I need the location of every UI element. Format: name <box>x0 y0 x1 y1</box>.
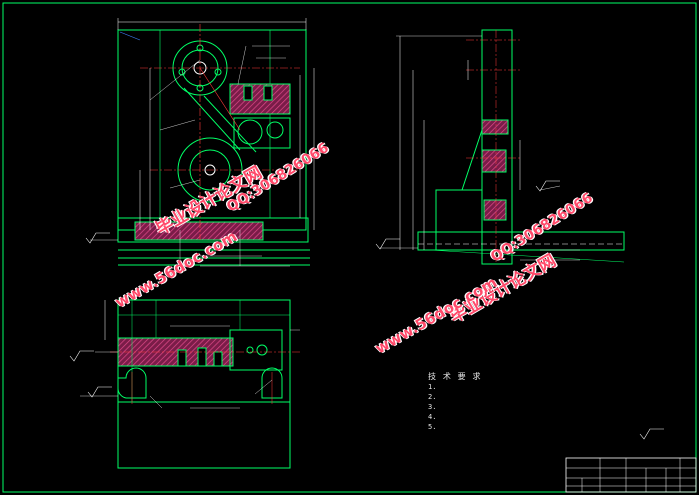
top-view <box>80 299 300 469</box>
title-block <box>565 457 697 493</box>
side-view <box>380 29 625 265</box>
tech-req-title: 技 术 要 求 <box>428 372 482 381</box>
tech-req-item: 4. <box>428 413 437 421</box>
tech-req-item: 3. <box>428 403 437 411</box>
tech-req-item: 1. <box>428 383 437 391</box>
technical-requirements: 技 术 要 求 1. 2. 3. 4. 5. <box>428 372 481 432</box>
tech-req-item: 5. <box>428 423 437 431</box>
roughness-symbols <box>69 180 664 440</box>
front-view <box>90 18 315 267</box>
tech-req-item: 2. <box>428 393 437 401</box>
